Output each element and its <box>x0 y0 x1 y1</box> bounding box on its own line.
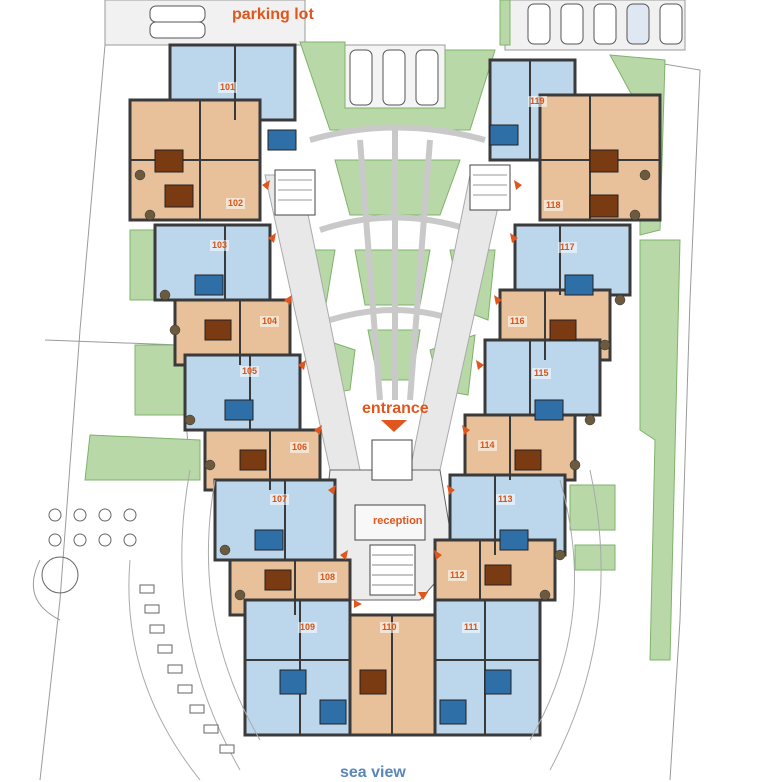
room-number-115: 115 <box>532 368 551 379</box>
lobby-block <box>319 439 456 601</box>
room-number-103: 103 <box>210 240 230 251</box>
beds <box>154 124 619 725</box>
terrace-arcs <box>128 469 602 780</box>
outdoor-seating <box>41 508 137 594</box>
sea-view-label: sea view <box>340 764 406 781</box>
room-number-119: 119 <box>528 96 547 107</box>
parked-cars <box>149 3 683 106</box>
room-number-117: 117 <box>558 242 577 253</box>
room-number-118: 118 <box>544 200 563 211</box>
room-number-101: 101 <box>218 82 238 93</box>
room-number-102: 102 <box>226 198 246 209</box>
sunbeds <box>139 584 235 754</box>
room-number-116: 116 <box>508 316 527 327</box>
room-number-109: 109 <box>298 622 318 633</box>
entry-arrows <box>262 180 522 608</box>
room-number-113: 113 <box>496 494 515 505</box>
entrance-label: entrance <box>362 400 429 417</box>
room-number-106: 106 <box>290 442 310 453</box>
room-number-114: 114 <box>478 440 497 451</box>
room-number-111: 111 <box>462 622 481 633</box>
room-number-107: 107 <box>270 494 290 505</box>
room-number-104: 104 <box>260 316 280 327</box>
room-number-105: 105 <box>240 366 260 377</box>
room-number-112: 112 <box>448 570 467 581</box>
room-number-108: 108 <box>318 572 338 583</box>
room-number-110: 110 <box>380 622 399 633</box>
parking-lot-label: parking lot <box>232 6 314 23</box>
stairwells <box>274 164 511 216</box>
reception-label: reception <box>373 515 423 527</box>
balcony-furniture <box>134 169 651 601</box>
